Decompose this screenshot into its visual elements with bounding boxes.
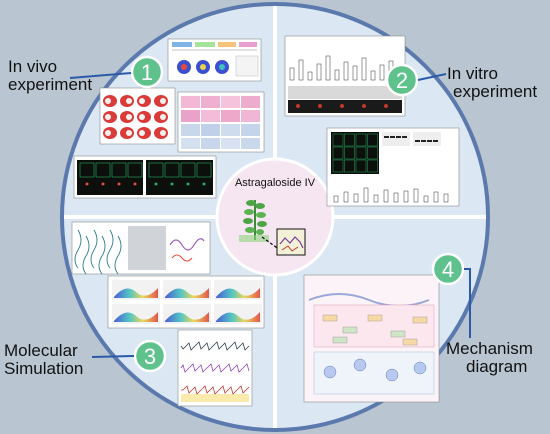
badge-1-number: 1 bbox=[141, 60, 153, 85]
badge-4-number: 4 bbox=[442, 257, 454, 282]
badge-2-number: 2 bbox=[396, 68, 408, 93]
label-mechanism-line1: Mechanism bbox=[446, 339, 533, 358]
panel-mechanism bbox=[303, 274, 440, 403]
panel-energy-landscapes bbox=[107, 275, 265, 329]
badge-4: 4 bbox=[431, 252, 465, 286]
panel-invivo-flowchart bbox=[167, 38, 262, 82]
center-compound-name: Astragaloside IV bbox=[234, 177, 316, 189]
brain-slice-grid bbox=[103, 95, 168, 139]
badge-3: 3 bbox=[133, 339, 167, 373]
panel-md-trajectories bbox=[177, 329, 253, 407]
panel-histology bbox=[177, 91, 265, 153]
label-molecular: Molecular Simulation bbox=[4, 342, 83, 378]
label-invitro-line1: In vitro bbox=[447, 64, 499, 83]
panel-protein-structures bbox=[71, 221, 211, 275]
label-molecular-line1: Molecular bbox=[4, 341, 78, 360]
label-invivo-line1: In vivo bbox=[8, 57, 58, 76]
label-invivo: In vivo experiment bbox=[8, 58, 92, 94]
panel-fluorescence-invivo bbox=[73, 155, 217, 199]
badge-2: 2 bbox=[385, 63, 419, 97]
label-invitro: In vitro experiment bbox=[447, 65, 537, 101]
badge-1: 1 bbox=[130, 55, 164, 89]
badge-3-number: 3 bbox=[144, 344, 156, 369]
label-invitro-line2: experiment bbox=[453, 82, 538, 101]
label-mechanism-line2: diagram bbox=[466, 357, 528, 376]
label-mechanism: Mechanism diagram bbox=[446, 340, 533, 376]
molecule-structure-box bbox=[276, 228, 306, 256]
connector-4 bbox=[464, 268, 471, 338]
connector-3 bbox=[91, 355, 135, 358]
label-invivo-line2: experiment bbox=[8, 75, 93, 94]
label-molecular-line2: Simulation bbox=[4, 359, 84, 378]
dashed-arrow bbox=[261, 236, 281, 251]
connector-1 bbox=[69, 72, 132, 79]
panel-invitro-bars bbox=[284, 35, 406, 117]
panel-western-blot bbox=[326, 127, 460, 207]
connector-2 bbox=[417, 73, 447, 81]
plant-illustration bbox=[239, 200, 269, 242]
